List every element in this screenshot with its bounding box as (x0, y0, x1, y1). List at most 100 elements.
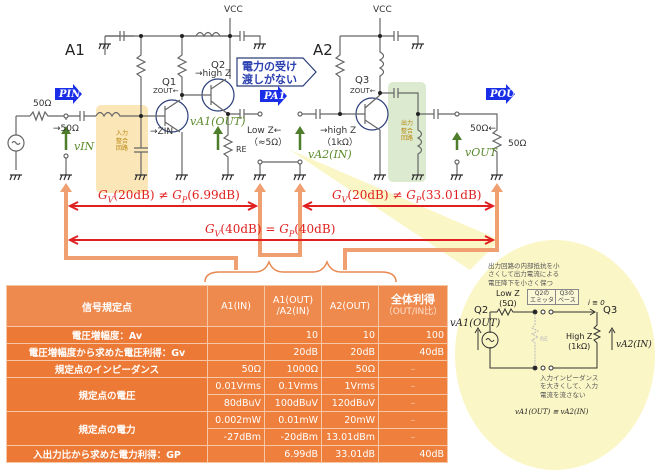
p-out-flag-shape (486, 84, 515, 104)
input-matching-label: 入力 整合 回路 (115, 130, 128, 152)
p-a1-flag: PA1 (260, 87, 286, 105)
bubble-circuit (474, 307, 616, 371)
low-z-label: Low Z← (247, 126, 282, 136)
header-total-gain-sub: （OUT/IN比） (383, 307, 443, 318)
cell: – (378, 428, 448, 446)
bubble-v-right: vA2(IN) (616, 340, 652, 350)
row-label: 規定点のインピーダンス (6, 360, 208, 378)
cell: 0.002mW (207, 411, 265, 429)
cell: – (378, 411, 448, 429)
cell: 50Ω (207, 360, 265, 378)
cell: 1Vrms (321, 377, 379, 395)
gain-relation-a2: GV(20dB) ≠ GP(33.01dB) (332, 188, 482, 205)
cell: -20dBm (264, 428, 322, 446)
load-resistor-label: 50Ω (508, 139, 527, 149)
cell: 80dBuV (207, 394, 265, 412)
op-total: = (265, 222, 276, 236)
cell (207, 445, 265, 463)
output-impedance-label: 50Ω← (470, 124, 496, 134)
v-a2-in-label: vA2(IN) (308, 148, 352, 161)
cell: 33.01dB (321, 445, 379, 463)
row-label: 入出力比から求めた電力利得：GP (6, 445, 208, 463)
source-resistor-label: 50Ω (33, 99, 52, 109)
header-a1-out-a2-in: A1(OUT) /A2(IN) (264, 285, 322, 327)
cell: 0.1Vrms (264, 377, 322, 395)
q3-zout-label: ZOUT← (350, 87, 376, 95)
callout-box (236, 57, 317, 87)
row-label: 規定点の電力 (6, 411, 208, 446)
stage-a1-label: A1 (65, 41, 85, 59)
bubble-q3-label: Q3 (603, 305, 618, 316)
cell: 0.01mW (264, 411, 322, 429)
input-impedance-label: →50Ω (53, 124, 79, 134)
q1-zout-label: ZOUT← (153, 87, 179, 95)
cell: 100dBuV (264, 394, 322, 412)
q2-label: Q2 (211, 60, 226, 71)
low-z-value: （≈5Ω） (249, 138, 288, 148)
header-a1-in: A1(IN) (207, 285, 265, 327)
gv-a1: 20dB (118, 188, 150, 202)
vcc-label-a2: VCC (373, 5, 392, 15)
p-in-flag-shape (55, 84, 82, 104)
vcc-label-a1: VCC (224, 5, 243, 15)
q1-label: Q1 (162, 77, 177, 88)
p-a1-flag-shape (260, 86, 287, 106)
header-signal-point: 信号規定点 (6, 285, 208, 327)
gain-relation-total: GV(40dB) = GP(40dB) (205, 222, 336, 239)
table-row: 規定点の電圧 0.01Vrms 0.1Vrms 1Vrms – (6, 377, 448, 412)
q3-label: Q3 (355, 75, 370, 86)
cell: 100 (378, 326, 448, 344)
gp-total: 40dB (298, 222, 331, 236)
cell: – (378, 394, 448, 412)
gain-relation-a1: GV(20dB) ≠ GP(6.99dB) (98, 188, 240, 205)
gain-spec-table: 信号規定点 A1(IN) A1(OUT) /A2(IN) A2(OUT) 全体利… (6, 285, 448, 463)
cell: – (378, 377, 448, 395)
cell: 50Ω (321, 360, 379, 378)
p-out-flag: POUT (486, 85, 522, 103)
bubble-q2-emitter-tag: Q2の エミッタ (527, 289, 558, 306)
table-row: 電圧増幅度：Av 10 10 100 (6, 326, 448, 344)
op-a2: ≠ (392, 188, 403, 202)
bubble-re-label: RE (540, 336, 548, 343)
cell: 13.01dBm (321, 428, 379, 446)
gp-a2: 33.01dB (425, 188, 477, 202)
output-matching-bg (388, 82, 426, 182)
table-brace (204, 259, 397, 283)
cell: 20dB (264, 343, 322, 361)
gain-arrows (67, 201, 496, 245)
bubble-q2-label: Q2 (474, 305, 489, 316)
gv-a2: 20dB (352, 188, 384, 202)
bubble-q3-base-tag: Q3の ベース (555, 289, 579, 306)
table-row: 電圧増幅度から求めた電圧利得：Gv 20dB 20dB 40dB (6, 343, 448, 361)
cell (207, 343, 265, 361)
cell: 6.99dB (264, 445, 322, 463)
p-out-text: POUT (490, 88, 523, 100)
bubble-low-z: Low Z (5Ω) (496, 289, 520, 308)
no-power-transfer-callout: 電力の受け 渡しがない (242, 60, 297, 87)
cell: -27dBm (207, 428, 265, 446)
op-a1: ≠ (158, 188, 169, 202)
row-label: 電圧増幅度から求めた電圧利得：Gv (6, 343, 208, 361)
bubble-v-left: vA1(OUT) (450, 318, 501, 329)
stage-a2-label: A2 (313, 41, 333, 59)
header-a2-out: A2(OUT) (321, 285, 379, 327)
cell: 40dB (378, 343, 448, 361)
q1-zin-label: →ZIN (150, 127, 174, 137)
table-row: 規定点のインピーダンス 50Ω 1000Ω 50Ω – (6, 360, 448, 378)
v-out-label: vOUT (465, 146, 497, 159)
cell: 20dB (321, 343, 379, 361)
bubble-note-top: 出力回路の内部抵抗を小 さくして出力電流による 電圧降下を小さく保つ (488, 262, 560, 287)
voltage-arrows (61, 126, 462, 150)
v-in-label: vIN (74, 140, 95, 153)
cell: – (378, 360, 448, 378)
cell: 120dBuV (321, 394, 379, 412)
v-a1-out-label: vA1(OUT) (190, 115, 246, 128)
cell: 10 (321, 326, 379, 344)
bracket-lines (64, 188, 499, 270)
high-z-label: →high Z (320, 126, 357, 136)
header-total-gain-title: 全体利得 (391, 293, 435, 306)
row-label: 規定点の電圧 (6, 377, 208, 412)
bubble-high-z: High Z (1kΩ) (566, 332, 593, 351)
gp-a1: 6.99dB (191, 188, 236, 202)
